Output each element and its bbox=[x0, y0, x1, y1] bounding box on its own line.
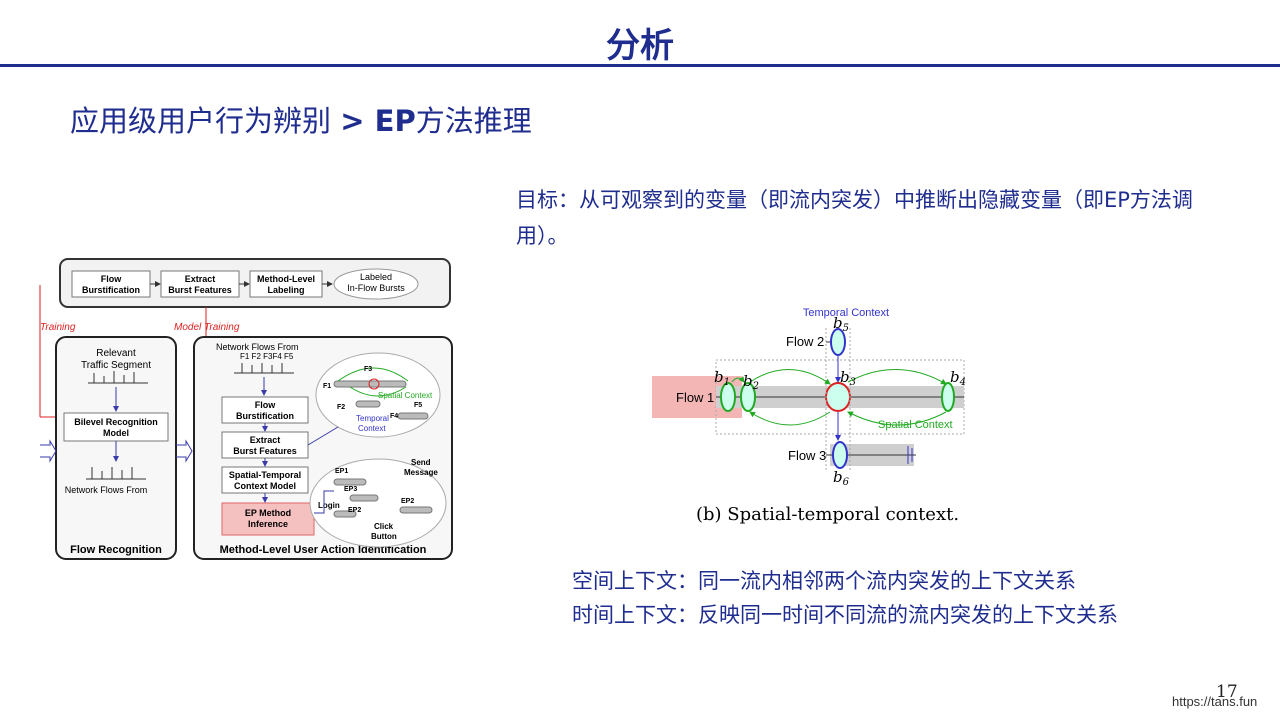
bilevel-model-box bbox=[63, 412, 169, 442]
temporal-description: 时间上下文：反映同一时间不同流的流内突发的上下文关系 bbox=[572, 603, 1118, 627]
ml-context-model-label: Context Model bbox=[234, 481, 296, 491]
b6-burst bbox=[832, 441, 848, 469]
subtitle-arrow: > bbox=[340, 104, 365, 138]
click-label: Click bbox=[374, 522, 394, 531]
message-label: Message bbox=[404, 468, 438, 477]
subtitle-ep: EP bbox=[364, 104, 416, 138]
pipeline-label: Extract bbox=[185, 274, 216, 284]
login-label: Login bbox=[318, 501, 340, 510]
ml-burst-features-label: Burst Features bbox=[233, 446, 297, 456]
ml-flow-burstification bbox=[221, 396, 309, 424]
temporal-small: Temporal bbox=[356, 414, 389, 423]
flow-burstification-top bbox=[71, 270, 151, 298]
method-level-top bbox=[249, 270, 323, 298]
spatial-temporal-figure: Temporal Context Flow 1 Flow 2 Flow 3 b1… bbox=[652, 307, 966, 525]
page-number: 17 bbox=[1216, 682, 1238, 702]
flow1-label: Flow 1 bbox=[676, 390, 714, 405]
f4-label: F4 bbox=[390, 413, 398, 420]
pipeline-label: Labeling bbox=[267, 285, 304, 295]
flow2-label: Flow 2 bbox=[786, 334, 824, 349]
title-divider bbox=[0, 64, 1280, 67]
ml-extract-label: Extract bbox=[250, 435, 281, 445]
training-label: Training bbox=[40, 322, 76, 333]
b4-label: b4 bbox=[950, 368, 966, 388]
ep1-label: EP1 bbox=[335, 468, 348, 475]
figure-caption: (b) Spatial-temporal context. bbox=[696, 504, 959, 525]
send-label: Send bbox=[411, 458, 431, 467]
b3-label: b3 bbox=[840, 368, 856, 388]
extract-features-top bbox=[160, 270, 240, 298]
ml-stc-label: Spatial-Temporal bbox=[229, 470, 301, 480]
button-label: Button bbox=[371, 532, 397, 541]
ep2-label: EP2 bbox=[401, 498, 414, 505]
ml-extract-features bbox=[221, 431, 309, 459]
spatial-context-small: Spatial Context bbox=[378, 391, 433, 400]
ml-stc-model bbox=[221, 466, 309, 494]
b1-label: b1 bbox=[714, 368, 730, 388]
model-label: Model bbox=[103, 428, 129, 438]
section-subtitle: 应用级用户行为辨别 > EP方法推理 bbox=[70, 98, 532, 140]
context-small: Context bbox=[358, 424, 386, 433]
system-overview-figure: Flow Burstification Extract Burst Featur… bbox=[39, 258, 453, 560]
labeled-bursts-oval bbox=[333, 268, 419, 300]
b2-label: b2 bbox=[743, 372, 759, 392]
ep3-label: EP3 bbox=[344, 486, 357, 493]
relevant-label: Relevant bbox=[96, 348, 136, 359]
pipeline-label: Burstification bbox=[82, 285, 140, 295]
pipeline-label: In-Flow Bursts bbox=[347, 283, 405, 293]
flow3-label: Flow 3 bbox=[788, 448, 826, 463]
pipeline-label: Labeled bbox=[360, 272, 392, 282]
b3-burst bbox=[825, 382, 851, 412]
b6-label: b6 bbox=[833, 468, 850, 488]
temporal-context-label: Temporal Context bbox=[803, 307, 889, 319]
flow-recognition-label: Flow Recognition bbox=[70, 544, 162, 556]
b2-burst bbox=[740, 382, 756, 412]
f5-label: F5 bbox=[414, 402, 422, 409]
f1-label: F1 bbox=[323, 383, 331, 390]
spatial-description: 空间上下文：同一流内相邻两个流内突发的上下文关系 bbox=[572, 569, 1076, 593]
ep2-label: EP2 bbox=[348, 507, 361, 514]
pipeline-label: Flow bbox=[101, 274, 122, 284]
f2-label: F2 bbox=[337, 404, 345, 411]
context-description: 空间上下文：同一流内相邻两个流内突发的上下文关系 时间上下文：反映同一时间不同流… bbox=[572, 564, 1118, 632]
watermark-url: https://tans.fun bbox=[1172, 694, 1258, 709]
ml-inference-label: Inference bbox=[248, 519, 288, 529]
traffic-segment-label: Traffic Segment bbox=[81, 360, 151, 371]
spatial-context-label: Spatial Context bbox=[878, 419, 953, 431]
b1-burst bbox=[720, 382, 736, 412]
page-title: 分析 bbox=[606, 26, 674, 66]
ml-ep-method-label: EP Method bbox=[245, 508, 291, 518]
subtitle-suffix: 方法推理 bbox=[415, 104, 532, 138]
model-training-label: Model Training bbox=[174, 322, 240, 333]
bilevel-label: Bilevel Recognition bbox=[74, 417, 158, 427]
ml-flow-label: Flow bbox=[255, 400, 276, 410]
b4-burst bbox=[941, 382, 955, 412]
ml-flow-ids: F1 F2 F3F4 F5 bbox=[240, 352, 294, 361]
b5-label: b5 bbox=[833, 314, 849, 334]
subtitle-prefix: 应用级用户行为辨别 bbox=[70, 104, 341, 138]
pipeline-label: Method-Level bbox=[257, 274, 315, 284]
b5-burst bbox=[830, 328, 846, 356]
network-flows-label: Network Flows From bbox=[65, 485, 148, 495]
goal-text: 目标：从可观察到的变量（即流内突发）中推断出隐藏变量（即EP方法调用）。 bbox=[516, 188, 1193, 248]
ml-network-flows: Network Flows From bbox=[216, 342, 299, 352]
ml-burstification-label: Burstification bbox=[236, 411, 294, 421]
f3-label: F3 bbox=[364, 366, 372, 373]
pipeline-label: Burst Features bbox=[168, 285, 232, 295]
